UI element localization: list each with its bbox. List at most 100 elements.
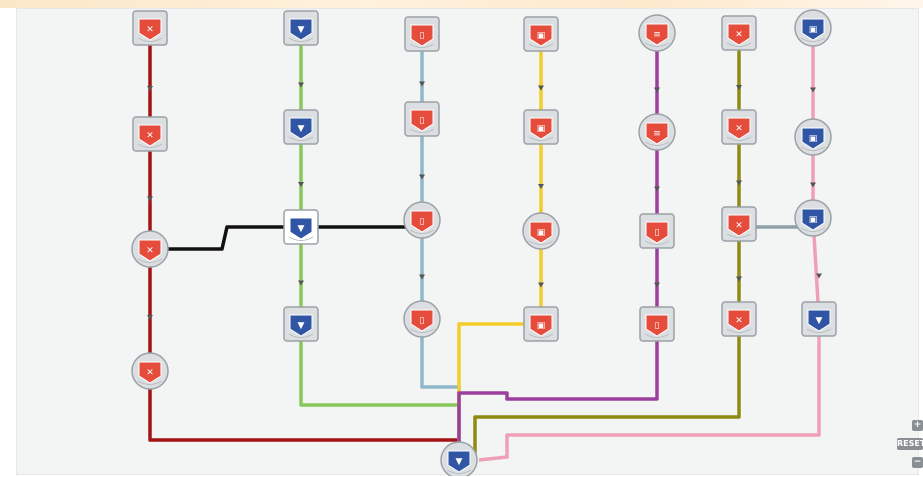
- node-glyph-icon: ▼: [816, 316, 823, 326]
- node-n23[interactable]: ✕: [721, 206, 757, 242]
- red-badge-icon: [645, 221, 669, 244]
- blue-badge-icon: [289, 18, 313, 41]
- node-glyph-icon: ▯: [420, 116, 425, 126]
- red-badge-icon: [410, 24, 434, 47]
- edge-arrowhead: [147, 86, 153, 91]
- node-glyph-icon: ≡: [653, 30, 661, 40]
- edge-arrowhead: [538, 282, 544, 288]
- edge-n28-n29[interactable]: [478, 319, 821, 462]
- node-glyph-icon: ▯: [655, 228, 660, 238]
- node-n7[interactable]: ▼: [283, 209, 319, 245]
- zoom-out-button[interactable]: −: [912, 457, 923, 468]
- node-base-line: [137, 143, 163, 148]
- node-glyph-icon: ▯: [420, 31, 425, 41]
- blue-badge-icon: [289, 117, 313, 140]
- blue-badge-icon: [801, 208, 825, 231]
- node-n28[interactable]: ▼: [801, 301, 837, 337]
- node-glyph-icon: ▣: [809, 25, 818, 35]
- blue-badge-icon: [807, 309, 831, 332]
- node-base-line: [137, 258, 163, 263]
- blue-badge-icon: [289, 314, 313, 337]
- blue-badge-icon: [447, 450, 471, 473]
- node-glyph-icon: ▯: [420, 316, 425, 326]
- blue-badge-icon: [801, 127, 825, 150]
- node-base-line: [726, 136, 752, 141]
- edge-n20-n29[interactable]: [457, 324, 659, 460]
- graph-canvas[interactable]: ✕ ✕ ✕ ✕ ▼ ▼ ▼ ▼ ▯ ▯ ▯ ▯ ▣ ▣ ▣ ▣ ≡ ≡ ▯ ▯ ✕ ✕ ✕ ✕ ▣ ▣ ▣ ▼ ▼: [16, 8, 920, 476]
- edge-arrowhead: [736, 276, 742, 282]
- red-badge-icon: [529, 117, 553, 140]
- node-base-line: [528, 240, 554, 245]
- node-base-line: [800, 146, 826, 151]
- edge-arrowhead: [419, 174, 425, 180]
- node-glyph-icon: ✕: [146, 25, 154, 35]
- node-n24[interactable]: ✕: [721, 301, 757, 337]
- node-base-line: [288, 236, 314, 241]
- node-n2[interactable]: ✕: [132, 116, 168, 152]
- edge-arrowhead: [298, 182, 304, 187]
- node-n21[interactable]: ✕: [721, 15, 757, 51]
- red-badge-icon: [138, 18, 162, 41]
- node-n1[interactable]: ✕: [132, 10, 168, 46]
- reset-button[interactable]: RESET: [897, 438, 923, 450]
- node-base-line: [528, 136, 554, 141]
- red-badge-icon: [727, 23, 751, 46]
- node-n18[interactable]: ≡: [638, 113, 676, 151]
- edge-arrowhead: [654, 186, 660, 192]
- red-badge-icon: [138, 239, 162, 262]
- red-badge-icon: [645, 122, 669, 145]
- edge-n3-n11[interactable]: [150, 225, 422, 251]
- node-n9[interactable]: ▯: [404, 16, 440, 52]
- node-glyph-icon: ▯: [420, 217, 425, 227]
- node-n16[interactable]: ▣: [523, 306, 559, 342]
- node-n5[interactable]: ▼: [283, 10, 319, 46]
- node-glyph-icon: ✕: [146, 246, 154, 256]
- node-n4[interactable]: ✕: [131, 352, 169, 390]
- node-n10[interactable]: ▯: [404, 101, 440, 137]
- edge-arrowhead: [810, 182, 816, 188]
- node-glyph-icon: ▼: [298, 25, 305, 35]
- node-n3[interactable]: ✕: [131, 230, 169, 268]
- node-n6[interactable]: ▼: [283, 109, 319, 145]
- node-n26[interactable]: ▣: [794, 118, 832, 156]
- graph-svg[interactable]: ✕ ✕ ✕ ✕ ▼ ▼ ▼ ▼ ▯ ▯ ▯ ▯ ▣ ▣ ▣ ▣ ≡ ≡ ▯ ▯ ✕ ✕ ✕ ✕ ▣ ▣ ▣ ▼ ▼: [17, 9, 920, 476]
- node-n25[interactable]: ▣: [794, 9, 832, 47]
- node-n12[interactable]: ▯: [403, 300, 441, 338]
- node-n17[interactable]: ≡: [638, 14, 676, 52]
- node-n15[interactable]: ▣: [522, 212, 560, 250]
- node-n29[interactable]: ▼: [440, 441, 478, 476]
- node-n13[interactable]: ▣: [523, 16, 559, 52]
- node-glyph-icon: ▣: [537, 228, 546, 238]
- node-glyph-icon: ▣: [537, 321, 546, 331]
- node-n8[interactable]: ▼: [283, 306, 319, 342]
- edge-arrowhead: [147, 196, 153, 202]
- node-n14[interactable]: ▣: [523, 109, 559, 145]
- node-base-line: [644, 141, 670, 146]
- node-glyph-icon: ✕: [735, 316, 743, 326]
- node-n22[interactable]: ✕: [721, 109, 757, 145]
- node-n27[interactable]: ▣: [794, 199, 832, 237]
- edge-arrowhead: [419, 81, 425, 87]
- node-base-line: [288, 333, 314, 338]
- node-glyph-icon: ▣: [809, 134, 818, 144]
- node-base-line: [137, 37, 163, 42]
- zoom-in-button[interactable]: +: [912, 420, 923, 431]
- node-n20[interactable]: ▯: [639, 306, 675, 342]
- node-base-line: [528, 43, 554, 48]
- nodes-layer: ✕ ✕ ✕ ✕ ▼ ▼ ▼ ▼ ▯ ▯ ▯ ▯ ▣ ▣ ▣ ▣ ≡ ≡ ▯ ▯ ✕ ✕ ✕ ✕ ▣ ▣ ▣ ▼ ▼: [131, 9, 837, 476]
- edges-layer: [147, 28, 822, 462]
- node-glyph-icon: ✕: [146, 131, 154, 141]
- edge-n24-n29[interactable]: [473, 319, 741, 460]
- node-glyph-icon: ✕: [735, 221, 743, 231]
- red-badge-icon: [645, 23, 669, 46]
- red-badge-icon: [529, 24, 553, 47]
- node-glyph-icon: ▼: [298, 321, 305, 331]
- node-glyph-icon: ▣: [537, 124, 546, 134]
- edge-n4-n29[interactable]: [148, 371, 461, 461]
- node-n19[interactable]: ▯: [639, 213, 675, 249]
- node-glyph-icon: ≡: [653, 129, 661, 139]
- node-base-line: [528, 333, 554, 338]
- node-n11[interactable]: ▯: [403, 201, 441, 239]
- red-badge-icon: [529, 314, 553, 337]
- node-base-line: [726, 233, 752, 238]
